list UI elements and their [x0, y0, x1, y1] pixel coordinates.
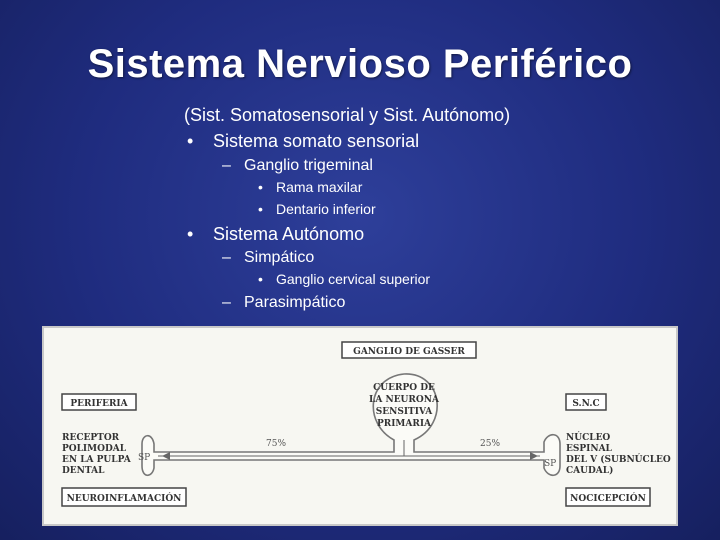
sub-parasympathetic: Parasimpático	[244, 294, 346, 311]
nociception-box	[565, 487, 651, 507]
bullet-marker: •	[187, 131, 194, 151]
bullet-autonomic: Sistema Autónomo	[213, 224, 365, 244]
bullet-marker: •	[258, 201, 263, 217]
bullet-somatosensory: Sistema somato sensorial	[213, 131, 420, 151]
receptor-line-4: DENTAL	[62, 466, 105, 476]
dash-marker: –	[222, 249, 231, 266]
neuroinflammation-box	[61, 487, 187, 507]
right-percent: 25%	[480, 439, 500, 449]
neuron-label-line-4: PRIMARIA	[377, 419, 432, 429]
item-inferior-dental: Dentario inferior	[276, 201, 376, 217]
neuroinflammation-label: NEUROINFLAMACIÓN	[67, 492, 182, 504]
bullet-marker: •	[258, 271, 263, 287]
item-maxillary-branch: Rama maxilar	[276, 179, 363, 195]
sp-right-label: SP	[544, 459, 556, 469]
dash-marker: –	[222, 157, 231, 174]
arrow-left-icon	[162, 452, 170, 460]
intro-text: (Sist. Somatosensorial y Sist. Autónomo)	[184, 105, 511, 125]
item-superior-cervical-ganglion: Ganglio cervical superior	[276, 271, 431, 287]
diagram-svg: GANGLIO DE GASSER PERIFERIA S.N.C CUERPO…	[61, 341, 671, 507]
arrow-right-icon	[530, 452, 538, 460]
bullet-marker: •	[258, 179, 263, 195]
cns-label-box	[565, 393, 607, 411]
slide-title: Sistema Nervioso Periférico	[87, 42, 633, 86]
nucleus-line-4: CAUDAL)	[566, 465, 613, 476]
cns-label: S.N.C	[572, 399, 599, 409]
left-percent: 75%	[266, 439, 286, 449]
ganglion-label: GANGLIO DE GASSER	[353, 347, 465, 357]
neuron-outline	[141, 373, 561, 477]
periphery-label: PERIFERIA	[70, 399, 128, 409]
receptor-line-1: RECEPTOR	[62, 433, 120, 443]
bullet-marker: •	[187, 224, 194, 244]
nociception-label: NOCICEPCIÓN	[570, 492, 646, 504]
ganglion-label-box	[341, 341, 477, 359]
trigeminal-neuron-diagram: GANGLIO DE GASSER PERIFERIA S.N.C CUERPO…	[42, 326, 678, 526]
neuron-label-line-1: CUERPO DE	[373, 383, 435, 393]
nucleus-line-1: NÚCLEO	[566, 431, 610, 443]
sub-trigeminal-ganglion: Ganglio trigeminal	[244, 157, 373, 174]
neuron-label-line-2: LA NEURONA	[369, 395, 440, 405]
receptor-line-3: EN LA PULPA	[62, 455, 132, 465]
nucleus-line-2: ESPINAL	[566, 444, 613, 454]
nucleus-line-3: DEL V (SUBNÚCLEO	[566, 453, 671, 465]
sub-sympathetic: Simpático	[244, 249, 315, 266]
periphery-label-box	[61, 393, 137, 411]
neuron-label-line-3: SENSITIVA	[376, 407, 433, 417]
sp-left-label: SP	[138, 453, 150, 463]
dash-marker: –	[222, 294, 231, 311]
receptor-line-2: POLIMODAL	[62, 444, 127, 454]
